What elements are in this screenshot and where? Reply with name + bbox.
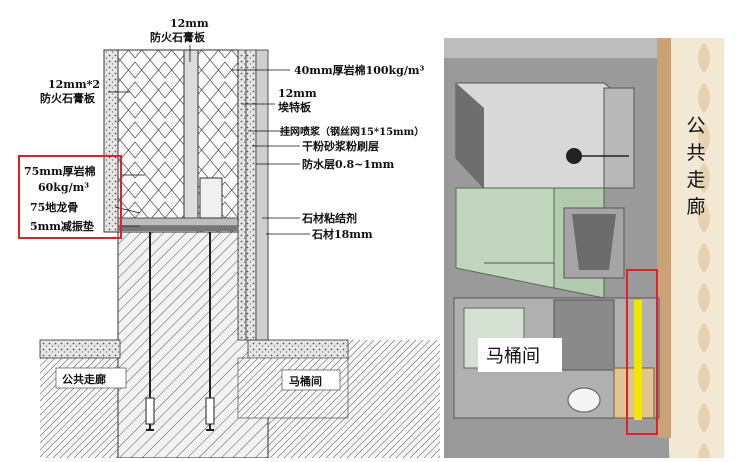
label-stone: 石材18mm: [311, 227, 373, 241]
room-label-box-left: [55, 367, 127, 389]
label-waterproof: 防水层0.8~1mm: [302, 157, 395, 171]
top-label-material: 防火石膏板: [150, 30, 206, 44]
floor-track: [117, 217, 239, 227]
toilet-wall-panel: [553, 299, 615, 371]
room-label-corridor: 公共走廊: [62, 372, 106, 386]
anchor-sleeve-1: [145, 397, 155, 425]
label-cement-thickness: 12mm: [278, 87, 317, 100]
label-cement-board: 埃特板: [278, 100, 312, 114]
section-svg: 12mm 防火石膏板 12mm*2 防火石膏板 40mm厚岩棉100kg/m³ …: [18, 17, 440, 459]
mesh-plaster: [245, 49, 257, 341]
corridor-label-text: 公共走廊: [686, 115, 705, 218]
corridor-wall: [657, 38, 671, 438]
boxed-label-track: 75地龙骨: [30, 200, 78, 214]
boxed-label-wool: 75mm厚岩棉: [24, 164, 96, 178]
yellow-strip: [634, 300, 642, 420]
boxed-label-density: 60kg/m³: [38, 181, 89, 194]
room-label-toilet: 马桶间: [289, 374, 322, 388]
bracket: [199, 177, 223, 219]
steel-stud: [183, 49, 199, 221]
toilet-bowl: [567, 387, 601, 413]
toilet-label: 马桶间: [486, 346, 540, 367]
label-rock-wool-40: 40mm厚岩棉100kg/m³: [294, 63, 425, 77]
anchor-sleeve-2: [205, 397, 215, 425]
damping-pad: [118, 226, 238, 231]
top-wall: [444, 38, 669, 58]
toilet-plan-render: 马桶间 公共走廊: [444, 38, 724, 458]
left-label-material: 防火石膏板: [40, 91, 96, 105]
left-label-thickness: 12mm*2: [48, 78, 100, 91]
corridor-label-char: 共: [686, 142, 705, 164]
corridor-floor: [669, 38, 724, 458]
anchor-bolt-1: [146, 232, 154, 431]
sink-basin: [572, 214, 616, 270]
floor-finish-right: [247, 339, 349, 361]
highlight-box: [18, 155, 122, 239]
stone-cladding: [255, 49, 269, 341]
corridor-label-char: 廊: [686, 196, 705, 218]
label-stone-adhesive: 石材粘结剂: [301, 211, 357, 225]
corridor-label: 公共走廊: [686, 115, 705, 218]
label-mesh-plaster: 挂网喷浆（钢丝网15*15mm）: [280, 125, 424, 138]
shower-head-icon: [566, 148, 582, 164]
corridor-label-char: 公: [686, 115, 705, 137]
leader-lines: [108, 45, 310, 235]
boxed-label-damper: 5mm减振垫: [30, 219, 94, 233]
top-label-thickness: 12mm: [170, 17, 209, 30]
room-label-box-right: [281, 369, 341, 391]
rock-wool-75: [117, 49, 197, 221]
cubicle-top-door: [603, 87, 635, 189]
cement-board: [237, 49, 247, 341]
highlight-box-plan: [626, 269, 658, 435]
toilet-label-box: [478, 338, 562, 372]
wall-section-drawing: 12mm 防火石膏板 12mm*2 防火石膏板 40mm厚岩棉100kg/m³ …: [18, 17, 440, 459]
label-plaster-layer: 干粉砂浆粉刷层: [302, 139, 379, 153]
anchor-bolt-2: [206, 232, 214, 431]
corridor-label-char: 走: [686, 169, 705, 191]
cubicle-top-side: [456, 83, 484, 188]
plan-svg: 马桶间 公共走廊: [444, 38, 724, 458]
floor-finish-left: [39, 339, 121, 359]
gypsum-board-left: [103, 49, 119, 233]
